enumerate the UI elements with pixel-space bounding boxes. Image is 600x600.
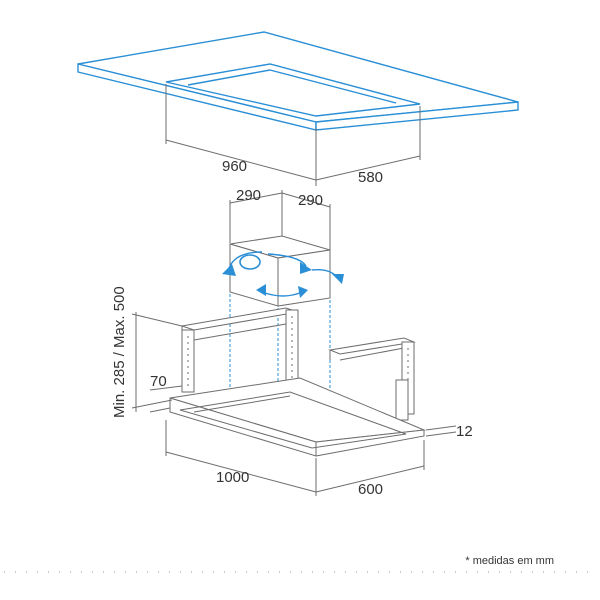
chimney-width-b-label: 290	[298, 192, 323, 209]
frame-height-label: 70	[150, 373, 167, 390]
suspension-frame	[181, 307, 416, 421]
chimney-width-a-label: 290	[236, 187, 261, 204]
ceiling-width-label: 580	[358, 169, 383, 186]
ceiling-dimension-lines	[165, 84, 421, 186]
chimney-dimension-lines	[229, 190, 331, 252]
units-note: * medidas em mm	[465, 555, 554, 567]
rotation-arrows-icon	[222, 251, 344, 298]
hood-length-label: 1000	[216, 469, 249, 486]
panel-thickness-label: 12	[456, 423, 473, 440]
ceiling-plate	[77, 31, 519, 131]
hood-dimension-lines	[165, 420, 425, 496]
ceiling-length-label: 960	[222, 158, 247, 175]
thickness-dimension-lines	[425, 425, 457, 437]
height-range-label: Min. 285 / Max. 500	[111, 286, 128, 418]
guide-lines	[229, 294, 331, 402]
hood-width-label: 600	[358, 481, 383, 498]
hood-panel	[169, 377, 426, 457]
height-dimension-lines	[131, 312, 183, 413]
